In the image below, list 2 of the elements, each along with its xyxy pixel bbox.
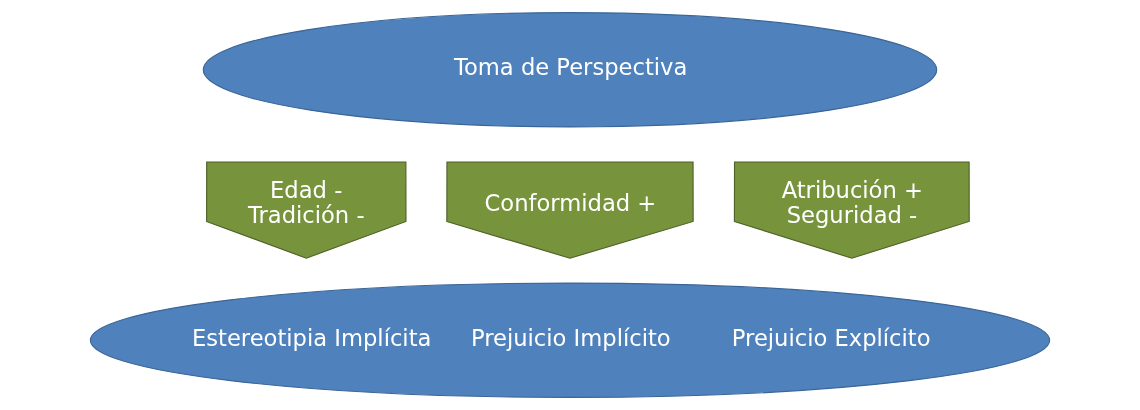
node-ellipse: Toma de Perspectiva — [202, 12, 938, 128]
node-ellipse: Estereotipia Implícita Prejuicio Implícito Prejuicio Explícito — [89, 282, 1051, 398]
